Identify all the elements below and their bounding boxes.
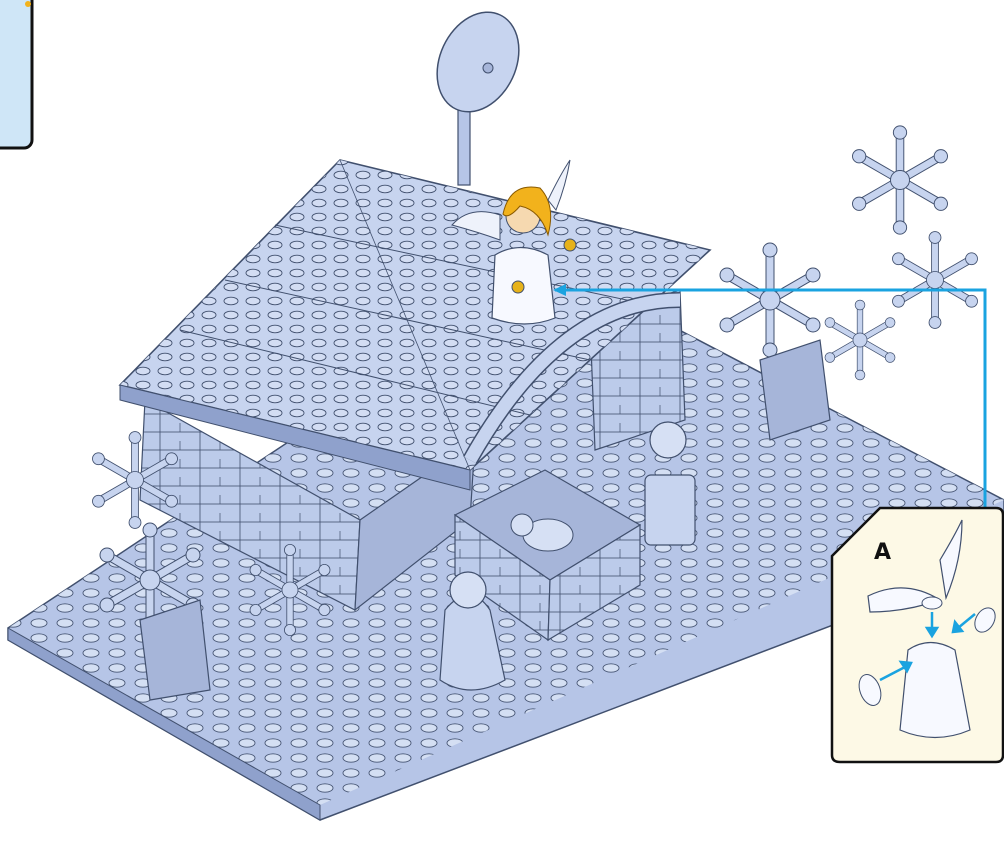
callout-step-letter: A [874, 542, 891, 564]
satellite-dish [422, 0, 535, 185]
previous-step-panel [0, 0, 32, 148]
callout-box [832, 508, 1003, 762]
